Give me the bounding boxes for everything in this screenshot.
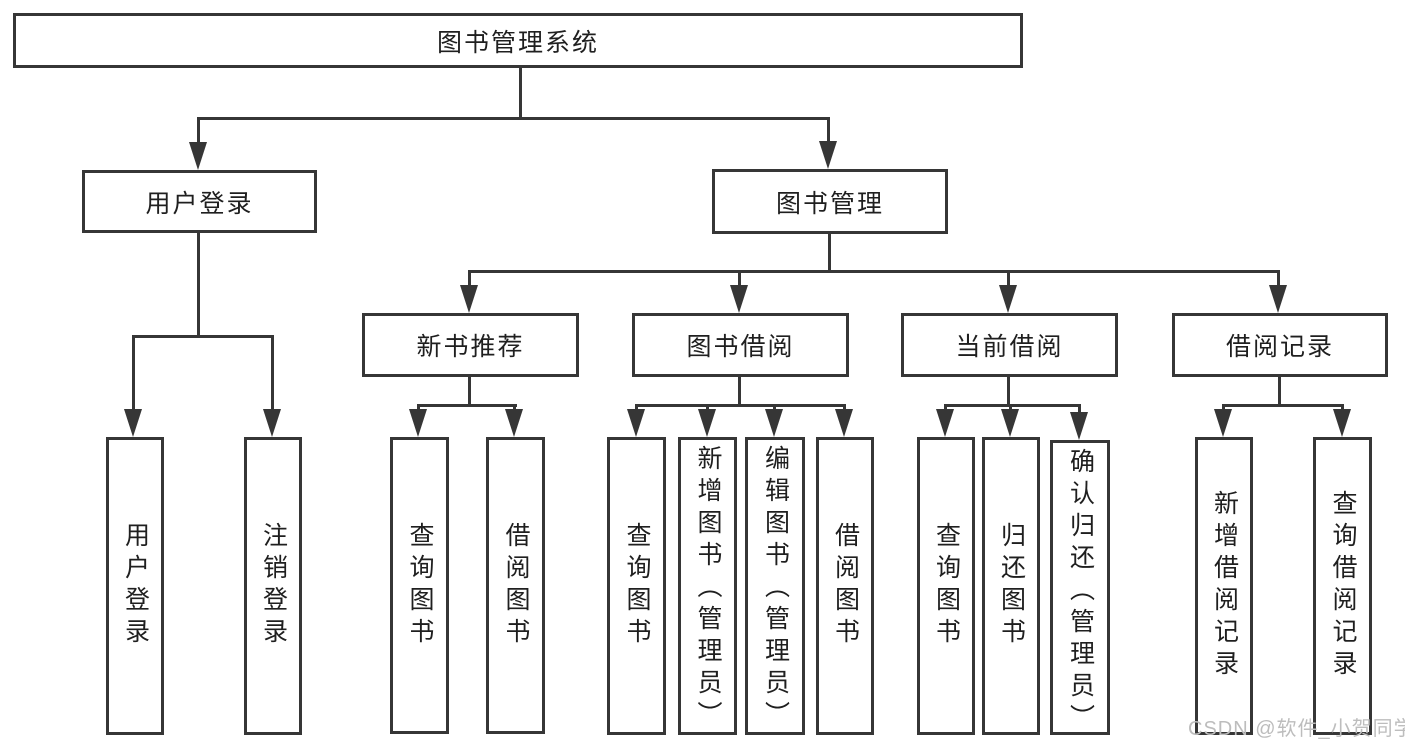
arrow-down-icon xyxy=(124,409,142,437)
arrow-down-icon xyxy=(409,409,427,437)
node-book-management-branch: 图书管理 xyxy=(712,169,948,234)
arrow-down-icon xyxy=(1214,409,1232,437)
leaf-label: 新增借阅记录 xyxy=(1210,490,1239,682)
leaf-confirm-return-admin: 确认归还（管理员） xyxy=(1050,440,1110,736)
leaf-edit-books-admin: 编辑图书（管理员） xyxy=(745,437,805,735)
leaf-add-books-admin: 新增图书（管理员） xyxy=(678,437,737,735)
leaf-label: 借阅图书 xyxy=(831,522,860,650)
leaf-current-query-books: 查询图书 xyxy=(917,437,975,735)
arrow-down-icon xyxy=(1333,409,1351,437)
arrow-down-icon xyxy=(765,409,783,437)
leaf-rec-query-books: 查询图书 xyxy=(390,437,449,734)
connector-line xyxy=(468,270,1280,273)
leaf-label: 注销登录 xyxy=(259,522,288,650)
leaf-rec-borrow-books: 借阅图书 xyxy=(486,437,545,734)
leaf-label: 查询图书 xyxy=(406,521,434,650)
node-label: 图书管理系统 xyxy=(436,28,599,57)
leaf-query-borrow-record: 查询借阅记录 xyxy=(1313,437,1372,735)
node-library-management-system: 图书管理系统 xyxy=(13,13,1023,68)
connector-line xyxy=(738,271,741,289)
connector-line xyxy=(1007,271,1010,289)
node-label: 借阅记录 xyxy=(1225,333,1334,361)
node-new-book-recommendation: 新书推荐 xyxy=(362,313,579,377)
leaf-label: 查询图书 xyxy=(623,522,651,650)
arrow-down-icon xyxy=(627,409,645,437)
arrow-down-icon xyxy=(1070,412,1088,440)
arrow-down-icon xyxy=(936,409,954,437)
connector-line xyxy=(271,336,274,413)
leaf-return-books: 归还图书 xyxy=(982,437,1040,735)
arrow-down-icon xyxy=(263,409,281,437)
arrow-down-icon xyxy=(189,142,207,170)
leaf-label: 查询借阅记录 xyxy=(1329,490,1357,682)
connector-line xyxy=(468,377,471,406)
arrow-down-icon xyxy=(505,409,523,437)
node-label: 图书借阅 xyxy=(686,333,795,361)
arrow-down-icon xyxy=(819,141,837,169)
leaf-borrow-query-books: 查询图书 xyxy=(607,437,666,735)
node-user-login-branch: 用户登录 xyxy=(82,170,317,233)
arrow-down-icon xyxy=(460,285,478,313)
leaf-user-login: 用户登录 xyxy=(106,437,164,735)
connector-line xyxy=(635,404,846,407)
leaf-label: 借阅图书 xyxy=(502,521,530,650)
connector-line xyxy=(1222,404,1344,407)
arrow-down-icon xyxy=(730,285,748,313)
connector-line xyxy=(197,117,830,120)
leaf-label: 编辑图书（管理员） xyxy=(761,445,790,733)
arrow-down-icon xyxy=(999,285,1017,313)
leaf-label: 归还图书 xyxy=(997,522,1026,650)
node-current-borrowing: 当前借阅 xyxy=(901,313,1118,377)
node-label: 用户登录 xyxy=(145,189,254,218)
connector-line xyxy=(1278,377,1281,406)
leaf-borrow-books: 借阅图书 xyxy=(816,437,874,735)
connector-line xyxy=(738,377,741,406)
leaf-add-borrow-record: 新增借阅记录 xyxy=(1195,437,1253,735)
node-borrowing-records: 借阅记录 xyxy=(1172,313,1388,377)
leaf-label: 查询图书 xyxy=(932,522,961,650)
connector-line xyxy=(197,118,200,146)
connector-line xyxy=(1078,405,1081,416)
connector-line xyxy=(132,335,274,338)
connector-line xyxy=(1277,271,1280,289)
node-label: 新书推荐 xyxy=(416,333,525,361)
connector-line xyxy=(1007,377,1010,406)
csdn-watermark: CSDN @软件_小贺同学 xyxy=(1188,718,1405,740)
connector-line xyxy=(827,118,830,145)
arrow-down-icon xyxy=(1269,285,1287,313)
node-label: 当前借阅 xyxy=(955,333,1064,361)
leaf-label: 确认归还（管理员） xyxy=(1066,448,1095,736)
leaf-logout: 注销登录 xyxy=(244,437,302,735)
node-label: 图书管理 xyxy=(775,189,884,218)
connector-line xyxy=(944,404,1081,407)
arrow-down-icon xyxy=(835,409,853,437)
connector-line xyxy=(197,232,200,337)
arrow-down-icon xyxy=(698,409,716,437)
connector-line xyxy=(828,233,831,273)
connector-line xyxy=(417,404,517,407)
node-book-borrowing: 图书借阅 xyxy=(632,313,849,377)
connector-line xyxy=(519,68,522,120)
leaf-label: 新增图书（管理员） xyxy=(694,445,722,733)
connector-line xyxy=(132,336,135,413)
connector-line xyxy=(468,271,471,289)
arrow-down-icon xyxy=(1001,409,1019,437)
leaf-label: 用户登录 xyxy=(121,522,150,650)
